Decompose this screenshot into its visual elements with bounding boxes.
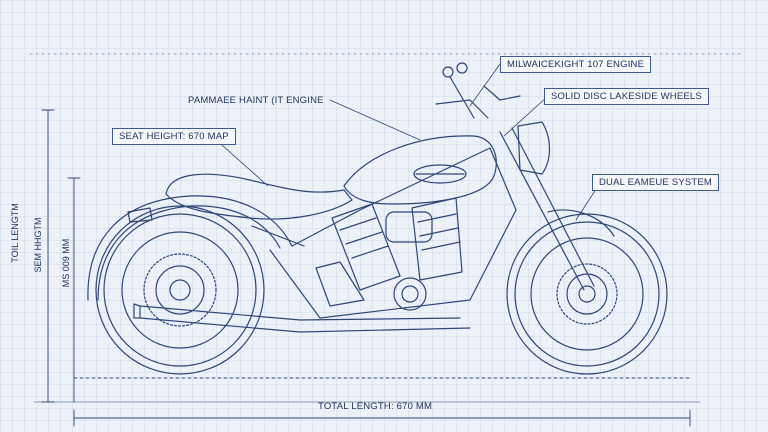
total-length-label: TOTAL LENGTH: 670 MM xyxy=(318,401,433,412)
headlight xyxy=(517,121,551,175)
fuel-tank xyxy=(343,135,497,205)
callout-seat-height: SEAT HEIGHT: 670 MAP xyxy=(112,128,236,145)
tail-light xyxy=(127,207,153,223)
exhaust-pipes xyxy=(133,303,471,333)
engine xyxy=(315,197,463,311)
callout-wheels: SOLID DISC LAKESIDE WHEELS xyxy=(544,88,709,105)
callout-engine-left: PAMMAEE HAINT (IT ENGINE xyxy=(188,95,324,106)
handlebar xyxy=(435,62,521,119)
front-forks xyxy=(499,127,615,291)
rear-fender xyxy=(87,195,293,301)
callout-brakes: DUAL EAMEUE SYSTEM xyxy=(592,174,720,191)
tank-badge xyxy=(413,164,467,184)
front-wheel xyxy=(506,213,668,375)
seat xyxy=(165,173,353,220)
rear-wheel xyxy=(95,205,265,375)
dimension-lines xyxy=(29,53,741,427)
leader-lines xyxy=(213,63,599,221)
total-height-label: TOIL LENGTM xyxy=(10,203,20,263)
seat-height-label: SEM HHGTM xyxy=(33,217,43,273)
frame xyxy=(251,147,517,319)
seat-dimension-label: MS 009 MM xyxy=(61,238,71,288)
callout-engine-top: MILWAICEKIGHT 107 ENGINE xyxy=(500,56,652,73)
